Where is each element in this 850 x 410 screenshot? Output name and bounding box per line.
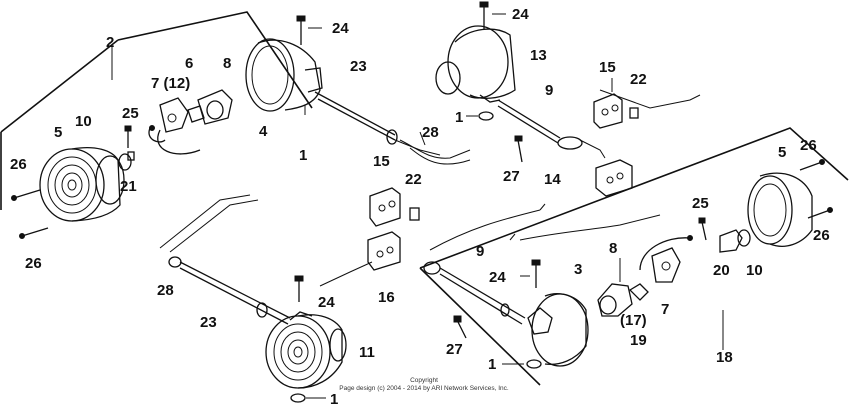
callout-22-mid: 22 bbox=[405, 171, 422, 188]
callout-24-top-left: 24 bbox=[332, 20, 349, 37]
callout-11: 11 bbox=[359, 344, 375, 361]
callout-26-right-bottom: 26 bbox=[813, 227, 830, 244]
screw-25-right bbox=[698, 217, 707, 241]
callout-1-mid-left: 1 bbox=[299, 147, 307, 164]
callout-19: 19 bbox=[630, 332, 647, 349]
top-right-lamp bbox=[435, 25, 606, 159]
left-front-lamp bbox=[39, 146, 135, 222]
callout-9-top: 9 bbox=[545, 82, 553, 99]
callout-1-bottom-right: 1 bbox=[488, 356, 496, 373]
wire-28-top bbox=[399, 131, 471, 165]
callout-10-right: 10 bbox=[746, 262, 763, 279]
callout-27-bottom: 27 bbox=[446, 341, 463, 358]
bracket-15-mid bbox=[369, 187, 420, 227]
right-front-lamp bbox=[719, 172, 813, 253]
callout-14: 14 bbox=[544, 171, 561, 188]
callout-24-right: 24 bbox=[489, 269, 506, 286]
screw-27-top bbox=[514, 135, 523, 163]
bracket-15-top bbox=[593, 78, 701, 129]
callout-6: 6 bbox=[185, 55, 193, 72]
callout-4: 4 bbox=[259, 123, 268, 140]
callout-7-12: 7 (12) bbox=[151, 75, 190, 92]
bracket-16 bbox=[319, 231, 401, 287]
bolt-24-top-left bbox=[296, 15, 322, 45]
callout-25-right: 25 bbox=[692, 195, 709, 212]
screw-26-right bbox=[799, 159, 833, 219]
callout-8-right: 8 bbox=[609, 240, 617, 257]
right-assembly-box bbox=[419, 127, 849, 386]
callout-23-bottom: 23 bbox=[200, 314, 217, 331]
nut-1-top bbox=[466, 111, 494, 121]
copyright-notice: Page design (c) 2004 - 2014 by ARI Netwo… bbox=[339, 385, 509, 392]
callout-24-top-right: 24 bbox=[512, 6, 529, 23]
callout-16: 16 bbox=[378, 289, 395, 306]
socket-harness-right bbox=[597, 235, 693, 317]
callout-28-top: 28 bbox=[422, 124, 439, 141]
nut-1-bottom-right bbox=[502, 359, 542, 369]
callout-26-left-top: 26 bbox=[10, 156, 27, 173]
bracket-14 bbox=[595, 159, 633, 197]
callout-3: 3 bbox=[574, 261, 582, 278]
screw-26-left bbox=[11, 189, 49, 239]
callout-27-top: 27 bbox=[503, 168, 520, 185]
callout-23-top: 23 bbox=[350, 58, 367, 75]
left-assembly-box bbox=[0, 11, 313, 210]
callout-21: 21 bbox=[120, 178, 137, 195]
callout-22-top: 22 bbox=[630, 71, 647, 88]
callout-8-left: 8 bbox=[223, 55, 231, 72]
callout-2: 2 bbox=[106, 34, 114, 51]
callout-10-left: 10 bbox=[75, 113, 92, 130]
stem-23-bottom bbox=[159, 194, 291, 325]
bolt-24-mid bbox=[294, 275, 304, 302]
wire-harness-middle bbox=[429, 203, 661, 251]
callout-1-bottom: 1 bbox=[330, 391, 338, 408]
callout-1-mid-right: 1 bbox=[455, 109, 463, 126]
bottom-right-lamp bbox=[423, 261, 589, 367]
nut-1-bottom bbox=[290, 393, 326, 403]
callout-9-bottom: 9 bbox=[476, 243, 484, 260]
callout-13: 13 bbox=[530, 47, 547, 64]
housing-4-left bbox=[245, 38, 323, 112]
callout-17: (17) bbox=[620, 312, 647, 329]
socket-harness-left bbox=[148, 97, 201, 155]
callout-7-right: 7 bbox=[661, 301, 669, 318]
callout-5-left: 5 bbox=[54, 124, 62, 141]
copyright-title: Copyright bbox=[410, 377, 438, 384]
bolt-24-top-right bbox=[479, 1, 506, 30]
callout-26-right-top: 26 bbox=[800, 137, 817, 154]
callout-26-left-bottom: 26 bbox=[25, 255, 42, 272]
screw-27-bottom bbox=[453, 315, 467, 339]
socket-8-left bbox=[187, 89, 233, 125]
callout-25-left: 25 bbox=[122, 105, 139, 122]
bottom-left-lamp bbox=[265, 311, 347, 389]
callout-28-bottom: 28 bbox=[157, 282, 174, 299]
callout-15-top: 15 bbox=[599, 59, 616, 76]
bolt-24-right bbox=[520, 259, 541, 288]
callout-15-mid: 15 bbox=[373, 153, 390, 170]
screw-25-left bbox=[124, 125, 132, 148]
callout-20: 20 bbox=[713, 262, 730, 279]
stem-23-top bbox=[304, 91, 441, 156]
callout-18: 18 bbox=[716, 349, 733, 366]
callout-24-mid: 24 bbox=[318, 294, 335, 311]
callout-5-right: 5 bbox=[778, 144, 786, 161]
